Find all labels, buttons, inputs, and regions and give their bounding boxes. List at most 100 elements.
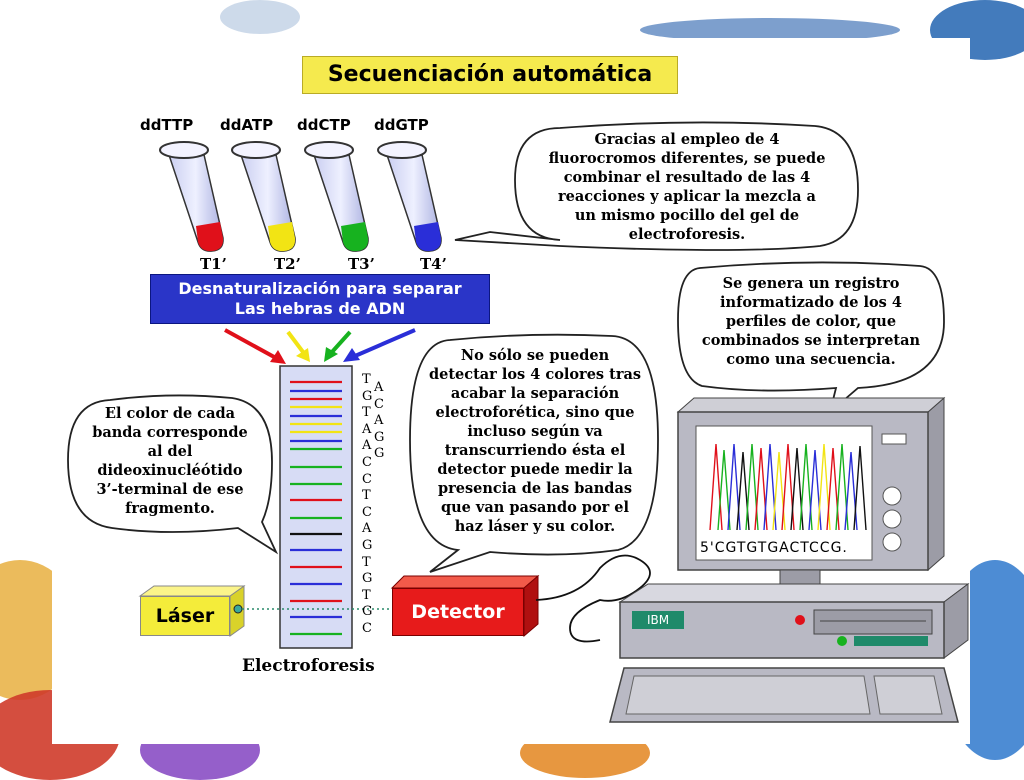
electrophoresis-label: Electroforesis — [242, 656, 375, 676]
monitor-button — [882, 486, 902, 506]
detection-text: No sólo se pueden detectar los 4 colores… — [414, 346, 656, 536]
bubble-line: presencia de las bandas — [437, 480, 632, 497]
sequence-letter: T — [362, 488, 371, 504]
monitor-top — [676, 397, 946, 413]
monitor-side — [927, 396, 945, 572]
sequence-letter: C — [362, 454, 372, 470]
band-color-text: El color de cada banda corresponde al de… — [72, 404, 268, 518]
bubble-line: acabar la separación — [450, 385, 620, 402]
sequence-letter: A — [374, 380, 384, 395]
bubble-line: fluorocromos diferentes, se puede — [548, 150, 826, 167]
tube-name-label: T1’ — [200, 255, 227, 273]
laser-emitter — [233, 604, 243, 614]
sequence-letter: G — [362, 388, 373, 404]
bubble-line: Gracias al empleo de 4 — [594, 131, 780, 148]
record-text: Se genera un registro informatizado de l… — [682, 274, 940, 369]
bubble-line: al del — [147, 443, 193, 460]
gel-bands — [290, 380, 342, 636]
sequence-letter: T — [362, 587, 371, 603]
tube-name-label: T4’ — [420, 255, 447, 273]
tube-reagent-label: ddATP — [220, 116, 274, 134]
denaturalization-line: Desnaturalización para separar — [178, 279, 462, 298]
power-light — [795, 615, 805, 625]
sequence-letter: C — [362, 620, 372, 636]
fluorochromes-text: Gracias al empleo de 4 fluorocromos dife… — [528, 130, 846, 244]
detector-box-side — [523, 574, 539, 638]
sequence-letter: A — [362, 438, 372, 454]
bubble-line: incluso según va — [467, 423, 603, 440]
computer-base-top — [618, 583, 970, 603]
speech-bubble-band-color — [67, 394, 279, 555]
color-arrows — [224, 328, 416, 364]
tube-name-label: T2’ — [274, 255, 301, 273]
bubble-line: detector puede medir la — [437, 461, 633, 478]
sequence-letter: G — [362, 571, 373, 587]
sequence-letter: T — [362, 554, 371, 570]
bubble-line: combinar el resultado de las 4 — [563, 169, 811, 186]
bubble-line: El color de cada — [104, 405, 236, 422]
bubble-line: combinados se interpretan — [701, 332, 921, 349]
bubble-line: informatizado de los 4 — [720, 294, 902, 311]
tube-reagent-label: ddCTP — [297, 116, 351, 134]
bubble-line: fragmento. — [125, 500, 215, 517]
detector-box-top — [390, 575, 540, 589]
speech-bubble-detection — [409, 333, 659, 573]
tube-t3 — [304, 141, 369, 252]
disk-drive — [813, 609, 933, 635]
bubble-line: No sólo se pueden — [460, 347, 610, 364]
tube-reagent-label: ddGTP — [374, 116, 429, 134]
laser-box-top — [138, 585, 246, 597]
monitor-stand — [779, 569, 821, 585]
monitor-slot — [881, 433, 907, 445]
bubble-line: electroforesis. — [628, 226, 746, 243]
sequence-letter: T — [362, 405, 371, 421]
speech-bubble-record — [677, 261, 945, 415]
sequence-letter: C — [374, 396, 384, 412]
sequence-letter: C — [362, 504, 372, 520]
bubble-line: 3’-terminal de ese — [96, 481, 244, 498]
bubble-line: dideoxinucléótido — [97, 462, 243, 479]
tube-t1 — [159, 141, 224, 252]
bubble-line: reacciones y aplicar la mezcla a — [558, 188, 816, 205]
status-light — [837, 636, 847, 646]
sequence-letter: G — [362, 537, 373, 553]
monitor-button — [882, 509, 902, 529]
electrophoresis-gel — [279, 365, 353, 649]
denaturalization-line: Las hebras de ADN — [234, 299, 406, 318]
tube-name-label: T3’ — [348, 255, 375, 273]
speech-bubble-fluorochromes — [454, 121, 859, 251]
sequence-letter: T — [362, 372, 371, 387]
sequence-letter: A — [362, 421, 372, 437]
detector-box: Detector — [392, 588, 524, 636]
monitor-button — [882, 532, 902, 552]
background-decoration — [220, 0, 300, 34]
screen-sequence: 5'CGTGTGACTCCG. — [700, 540, 848, 556]
bubble-line: que van pasando por el — [440, 499, 630, 516]
denaturalization-box: Desnaturalización para separar Las hebra… — [150, 274, 490, 324]
bubble-line: perfiles de color, que — [725, 313, 897, 330]
laser-box: Láser — [140, 596, 230, 636]
page-title: Secuenciación automática — [302, 56, 678, 94]
bubble-line: electroforética, sino que — [435, 404, 635, 421]
tube-t4 — [377, 141, 442, 252]
sequence-letter: G — [374, 429, 385, 445]
bubble-line: un mismo pocillo del gel de — [574, 207, 800, 224]
bubble-line: haz láser y su color. — [454, 518, 616, 535]
bubble-line: Se genera un registro — [722, 275, 900, 292]
sequence-letter: C — [362, 471, 372, 487]
bubble-line: banda corresponde — [92, 424, 248, 441]
computer-brand-badge: IBM — [632, 611, 684, 629]
bubble-line: detectar los 4 colores tras — [428, 366, 642, 383]
status-bar — [854, 636, 928, 646]
tube-reagent-label: ddTTP — [140, 116, 194, 134]
sequence-letter: A — [374, 413, 384, 429]
chromatogram-traces — [709, 443, 867, 531]
detector-cable — [535, 554, 651, 643]
sequence-letters-left: T G T A A C C T C A G T G T G C — [362, 372, 372, 638]
sequence-letter: A — [362, 521, 372, 537]
sequence-letter: G — [362, 604, 373, 620]
tube-t2 — [231, 141, 296, 252]
sequence-letters-right: A C A G G — [374, 380, 384, 463]
bubble-line: como una secuencia. — [726, 351, 896, 368]
sequence-letter: G — [374, 446, 385, 462]
